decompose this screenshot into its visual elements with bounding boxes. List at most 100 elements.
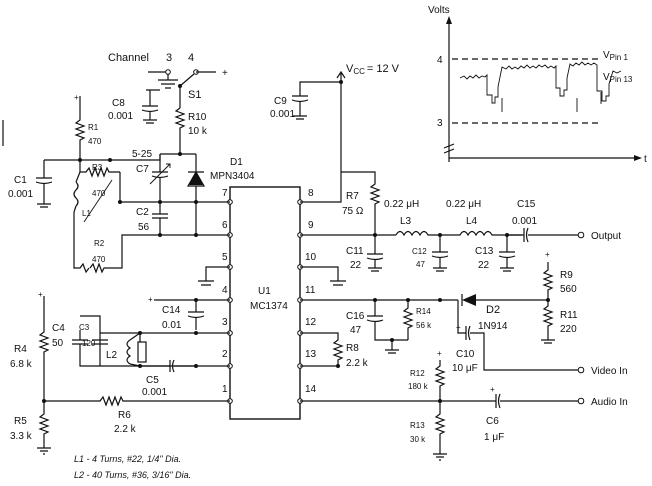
c7-label: C7: [136, 164, 149, 175]
c6-label: C6: [486, 416, 499, 427]
r8-value: 2.2 k: [346, 358, 369, 369]
c1-value: 0.001: [8, 189, 33, 200]
channel-label: Channel: [108, 52, 149, 64]
c16-label: C16: [346, 311, 365, 322]
pin-8: 8: [308, 188, 314, 199]
pin-4: 4: [222, 285, 228, 296]
u1-part: MC1374: [250, 301, 288, 312]
r10-value: 10 k: [188, 126, 208, 137]
r9-label: R9: [560, 270, 573, 281]
r9-plus: +: [545, 250, 550, 259]
r2-label: R2: [94, 239, 105, 248]
r12-label: R12: [410, 369, 425, 378]
c15-value: 0.001: [512, 216, 537, 227]
u1-left-pins: 7 6 5 4 3 2 1: [222, 188, 228, 395]
r11-value: 220: [560, 324, 577, 335]
pin-11: 11: [305, 285, 316, 296]
c2-value: 56: [138, 222, 150, 233]
c5-label: C5: [146, 375, 159, 386]
c10-value: 10 μF: [452, 363, 478, 374]
r10-label: R10: [188, 112, 207, 123]
c6-plus: +: [490, 385, 495, 394]
waveform-inset: Volts t 4 3 VPin 1 VPin 13: [428, 5, 647, 165]
r6-value: 2.2 k: [114, 424, 137, 435]
audio-in-label: Audio In: [591, 397, 628, 408]
output-terminal: [577, 231, 585, 239]
d1-label: D1: [230, 157, 243, 168]
r4-value: 6.8 k: [10, 359, 33, 370]
r6-label: R6: [118, 410, 131, 421]
c9-label: C9: [274, 96, 287, 107]
c3-value: 120: [82, 339, 96, 348]
note-l2: L2 - 40 Turns, #36, 3/16" Dia.: [74, 470, 191, 480]
r14-value: 56 k: [416, 321, 432, 330]
pin-10: 10: [305, 252, 317, 263]
c14-label: C14: [162, 305, 181, 316]
c7-value: 5-25: [132, 149, 152, 160]
rf-tank-section: + R1 470 C1 0.001 R3 470 L1 R2 470 C2 56: [8, 93, 255, 455]
l4-label: L4: [466, 216, 478, 227]
c11-label: C11: [346, 246, 364, 257]
r4-label: R4: [14, 344, 27, 355]
video-in-label: Video In: [591, 366, 628, 377]
l3-label: L3: [400, 216, 412, 227]
l3-value: 0.22 μH: [384, 199, 419, 210]
volts-axis-label: Volts: [428, 5, 450, 16]
u1-right-pins: 8 9 10 11 12 13 14: [305, 188, 317, 395]
c10-plus: +: [456, 323, 461, 332]
channel-4-label: 4: [188, 52, 194, 64]
c8-label: C8: [112, 98, 125, 109]
r13-label: R13: [410, 421, 425, 430]
l1-label: L1: [82, 209, 91, 218]
tick-4-label: 4: [437, 55, 443, 66]
r11-label: R11: [560, 310, 578, 321]
r4-plus: +: [38, 290, 43, 299]
t-axis-label: t: [644, 154, 647, 165]
r9-value: 560: [560, 284, 577, 295]
r14-label: R14: [416, 307, 431, 316]
video-in-terminal: [577, 366, 585, 374]
r12-value: 180 k: [408, 382, 429, 391]
r7-value: 75 Ω: [342, 206, 364, 217]
l4-value: 0.22 μH: [446, 199, 481, 210]
r3-value: 470: [92, 189, 106, 198]
pin-7: 7: [222, 188, 228, 199]
output-filter: R7 75 Ω 0.22 μH L3 0.22 μH L4 C11 22 C12…: [300, 171, 628, 461]
output-label: Output: [591, 231, 621, 242]
c2-label: C2: [136, 207, 149, 218]
c13-value: 22: [478, 260, 490, 271]
vpin13-label: VPin 13: [603, 72, 633, 84]
c12-value: 47: [416, 260, 425, 269]
pin-6: 6: [222, 220, 228, 231]
r1-value: 470: [88, 137, 102, 146]
pin13-waveform: [459, 61, 622, 104]
r8-label: R8: [346, 343, 359, 354]
c4-value: 50: [52, 338, 64, 349]
r13-value: 30 k: [410, 435, 426, 444]
pin-14: 14: [305, 384, 317, 395]
c14-plus: +: [148, 295, 153, 304]
pin-5: 5: [222, 252, 228, 263]
audio-in-terminal: [577, 397, 585, 405]
c3-label: C3: [79, 323, 90, 332]
r1-plus: +: [74, 93, 79, 102]
d2-part: 1N914: [478, 321, 508, 332]
pin-13: 13: [305, 349, 317, 360]
c15-label: C15: [517, 199, 536, 210]
r2-value: 470: [92, 255, 106, 264]
r12-plus: +: [437, 349, 442, 358]
c8-value: 0.001: [108, 111, 133, 122]
switch-plus: +: [222, 68, 228, 79]
c11-value: 22: [350, 260, 362, 271]
r1-label: R1: [88, 123, 99, 132]
pin-3: 3: [222, 317, 228, 328]
c6-value: 1 μF: [484, 432, 504, 443]
c14-value: 0.01: [162, 320, 182, 331]
r7-label: R7: [346, 191, 359, 202]
pin-12: 12: [305, 317, 317, 328]
pin-1: 1: [222, 384, 228, 395]
l2-label: L2: [106, 350, 118, 361]
pin-9: 9: [308, 220, 314, 231]
pin-2: 2: [222, 349, 228, 360]
